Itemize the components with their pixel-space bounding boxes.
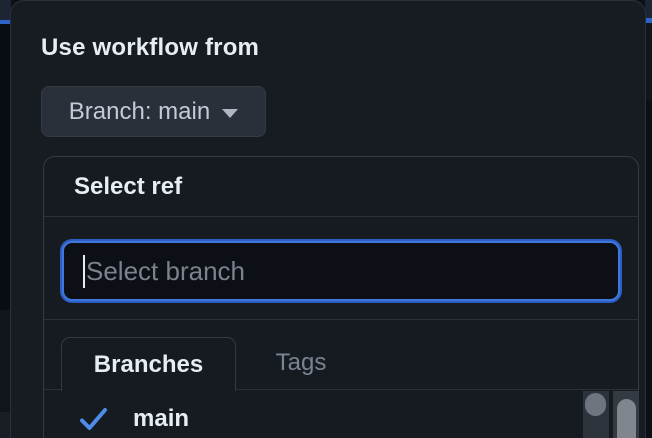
page-background-segment	[0, 412, 11, 438]
page-background-segment	[645, 0, 652, 18]
text-cursor-caret	[83, 255, 85, 288]
ref-search-section	[44, 217, 638, 320]
select-branch-input[interactable]	[62, 241, 620, 301]
tab-branches[interactable]: Branches	[61, 337, 236, 391]
page-background-segment	[0, 24, 11, 310]
check-icon	[80, 408, 107, 430]
page-background-accent-line	[0, 20, 11, 24]
outer-scrollbar-thumb[interactable]	[617, 399, 636, 438]
page-background-accent-line	[645, 18, 652, 23]
page-background-segment	[645, 100, 652, 438]
page-background-segment	[0, 310, 11, 412]
inner-scrollbar-thumb[interactable]	[585, 393, 606, 416]
page-background-segment	[0, 0, 11, 20]
tab-tags[interactable]: Tags	[275, 349, 327, 376]
select-ref-title: Select ref	[44, 157, 638, 217]
page-background-segment	[645, 23, 652, 100]
branch-selector-button[interactable]: Branch: main	[41, 86, 266, 137]
branch-item-label: main	[133, 405, 190, 432]
ref-tabs: Branches Tags	[44, 320, 638, 391]
use-workflow-from-label: Use workflow from	[41, 34, 260, 61]
outer-scrollbar-track[interactable]	[613, 391, 638, 438]
run-workflow-dropdown-panel: Use workflow from Branch: main Select re…	[10, 0, 646, 438]
caret-down-icon	[222, 108, 239, 118]
branch-list-item-main[interactable]: main	[44, 390, 638, 438]
select-ref-dropdown: Select ref Branches Tags main	[43, 156, 639, 438]
branch-button-label: Branch: main	[68, 97, 211, 125]
inner-scrollbar-track[interactable]	[583, 391, 609, 438]
